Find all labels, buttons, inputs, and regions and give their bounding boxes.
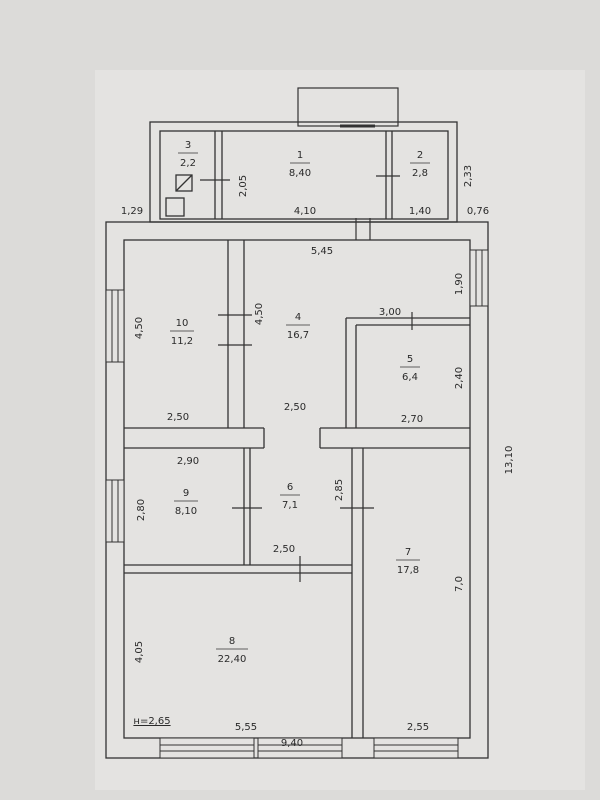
room-labels: 1 8,40 2 2,8 3 2,2 4 16,7 5 6,4 6 7,1 7 … xyxy=(170,140,430,665)
room-10-area: 11,2 xyxy=(171,336,193,347)
room-9-number: 9 xyxy=(183,488,189,499)
room-3-number: 3 xyxy=(185,140,191,151)
dim-1-40: 1,40 xyxy=(409,206,431,217)
room-3-area: 2,2 xyxy=(180,158,196,169)
dim-2-90: 2,90 xyxy=(177,456,199,467)
room-2-number: 2 xyxy=(417,150,423,161)
dim-2-33: 2,33 xyxy=(463,165,474,187)
dim-1-29: 1,29 xyxy=(121,206,143,217)
room-5-area: 6,4 xyxy=(402,372,418,383)
dim-2-50-c: 2,50 xyxy=(273,544,295,555)
dim-3-00: 3,00 xyxy=(379,307,401,318)
room-1-number: 1 xyxy=(297,150,303,161)
dim-2-55: 2,55 xyxy=(407,722,429,733)
ceiling-height: н=2,65 xyxy=(133,716,170,727)
dim-0-76: 0,76 xyxy=(467,206,489,217)
room-9-area: 8,10 xyxy=(175,506,197,517)
room-7-area: 17,8 xyxy=(397,565,419,576)
dimension-labels: 1,29 4,10 1,40 0,76 5,45 3,00 2,50 2,50 … xyxy=(121,206,489,749)
room-8-number: 8 xyxy=(229,636,235,647)
room-6-area: 7,1 xyxy=(282,500,298,511)
dim-2-85: 2,85 xyxy=(334,479,345,501)
dim-4-10: 4,10 xyxy=(294,206,316,217)
dim-2-40: 2,40 xyxy=(454,367,465,389)
room-6-number: 6 xyxy=(287,482,293,493)
dim-5-45: 5,45 xyxy=(311,246,333,257)
dim-7-0: 7,0 xyxy=(454,576,465,592)
dim-9-40: 9,40 xyxy=(281,738,303,749)
room-7-number: 7 xyxy=(405,547,411,558)
dim-2-05: 2,05 xyxy=(238,175,249,197)
dim-4-50-left: 4,50 xyxy=(134,317,145,339)
room-4-number: 4 xyxy=(295,312,301,323)
room-1-area: 8,40 xyxy=(289,168,311,179)
room-5-number: 5 xyxy=(407,354,413,365)
door-marks xyxy=(200,175,413,582)
vertical-dimension-labels: 2,33 2,05 1,90 4,50 4,50 2,40 2,80 2,85 … xyxy=(134,165,515,663)
paper-sheet xyxy=(95,70,585,790)
room-2-area: 2,8 xyxy=(412,168,428,179)
dim-2-50-b: 2,50 xyxy=(284,402,306,413)
dim-13-10: 13,10 xyxy=(504,446,515,475)
dim-2-50-a: 2,50 xyxy=(167,412,189,423)
dim-4-05: 4,05 xyxy=(134,641,145,663)
room-8-area: 22,40 xyxy=(218,654,247,665)
room-10-number: 10 xyxy=(176,318,189,329)
dim-2-80: 2,80 xyxy=(136,499,147,521)
room-4-area: 16,7 xyxy=(287,330,309,341)
dim-5-55: 5,55 xyxy=(235,722,257,733)
windows xyxy=(105,249,489,759)
dim-2-70: 2,70 xyxy=(401,414,423,425)
dim-4-50-mid: 4,50 xyxy=(254,303,265,325)
dim-1-90: 1,90 xyxy=(454,273,465,295)
